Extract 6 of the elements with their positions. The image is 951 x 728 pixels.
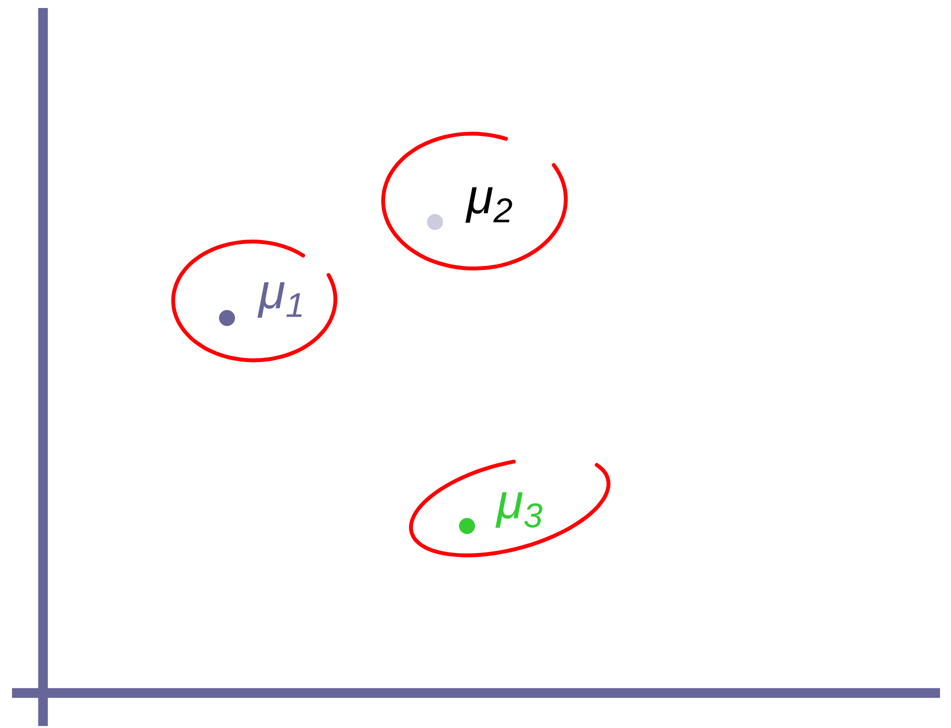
cluster-outline: μ$_{1}$ xyxy=(171,240,338,362)
cluster-outline: μ$_{3}$ xyxy=(409,460,610,558)
node-label: μ$_{2}$ xyxy=(465,187,512,223)
cluster-outline: μ$_{2}$ xyxy=(381,132,568,270)
node-label: μ$_{3}$ xyxy=(495,492,542,528)
node-label: μ$_{1}$ xyxy=(257,282,302,318)
